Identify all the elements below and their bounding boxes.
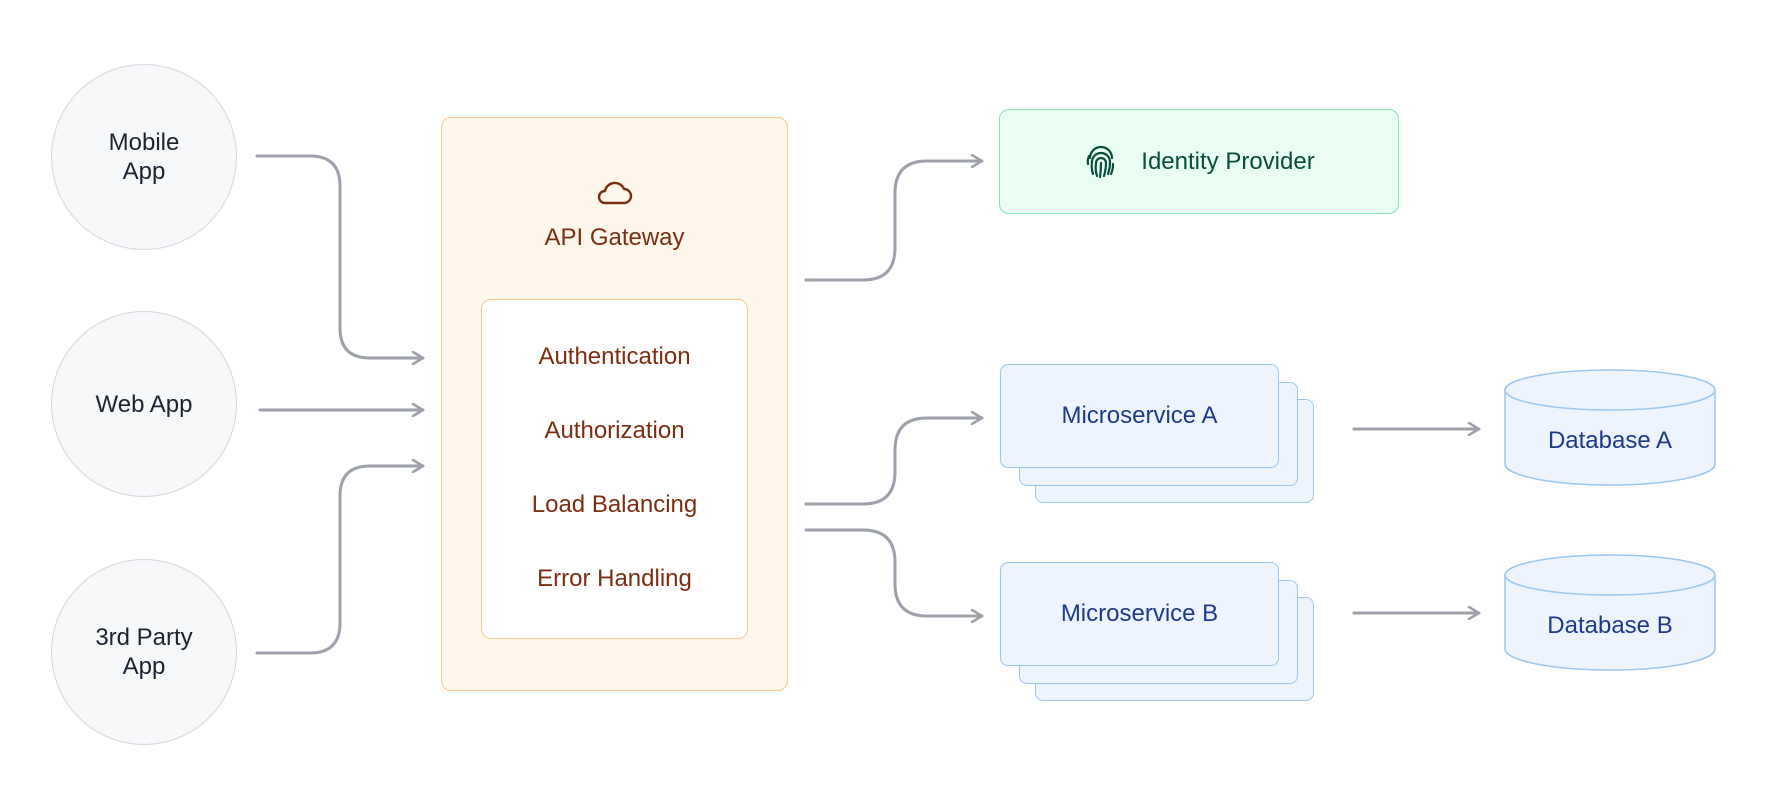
gateway-feature-list: Authentication Authorization Load Balanc… <box>481 299 748 639</box>
connector-3rdparty-to-gateway <box>255 466 425 655</box>
database-icon <box>1504 369 1716 486</box>
microservice-a: Microservice A <box>1000 364 1279 468</box>
client-label: Web App <box>95 390 193 418</box>
feature-error-handling: Error Handling <box>537 565 692 592</box>
microservice-b-label: Microservice B <box>1060 600 1219 627</box>
database-b: Database B <box>1504 554 1716 672</box>
gateway-title: API Gateway <box>544 224 685 251</box>
database-icon <box>1504 554 1716 671</box>
connector-gateway-to-service-b <box>804 528 984 616</box>
client-mobile-app: Mobile App <box>51 64 237 250</box>
feature-load-balancing: Load Balancing <box>531 491 698 518</box>
feature-authentication: Authentication <box>538 343 691 370</box>
client-web-app: Web App <box>51 311 237 497</box>
database-b-label: Database B <box>1547 612 1673 639</box>
identity-provider-label: Identity Provider <box>1141 147 1315 175</box>
feature-authorization: Authorization <box>544 417 685 444</box>
client-3rd-party-app: 3rd Party App <box>51 559 237 745</box>
cloud-icon <box>597 181 633 205</box>
microservice-a-label: Microservice A <box>1061 402 1218 429</box>
connector-mobile-to-gateway <box>255 154 425 358</box>
api-gateway: API Gateway Authentication Authorization… <box>441 117 788 691</box>
microservice-b: Microservice B <box>1000 562 1279 666</box>
database-a-label: Database A <box>1547 427 1673 454</box>
fingerprint-icon <box>1086 145 1115 178</box>
connector-gateway-to-idp <box>804 161 984 282</box>
database-a: Database A <box>1504 369 1716 487</box>
connector-gateway-to-service-a <box>804 418 984 506</box>
client-label: 3rd Party App <box>95 624 193 680</box>
client-label: Mobile App <box>108 129 180 185</box>
identity-provider: Identity Provider <box>999 109 1399 214</box>
